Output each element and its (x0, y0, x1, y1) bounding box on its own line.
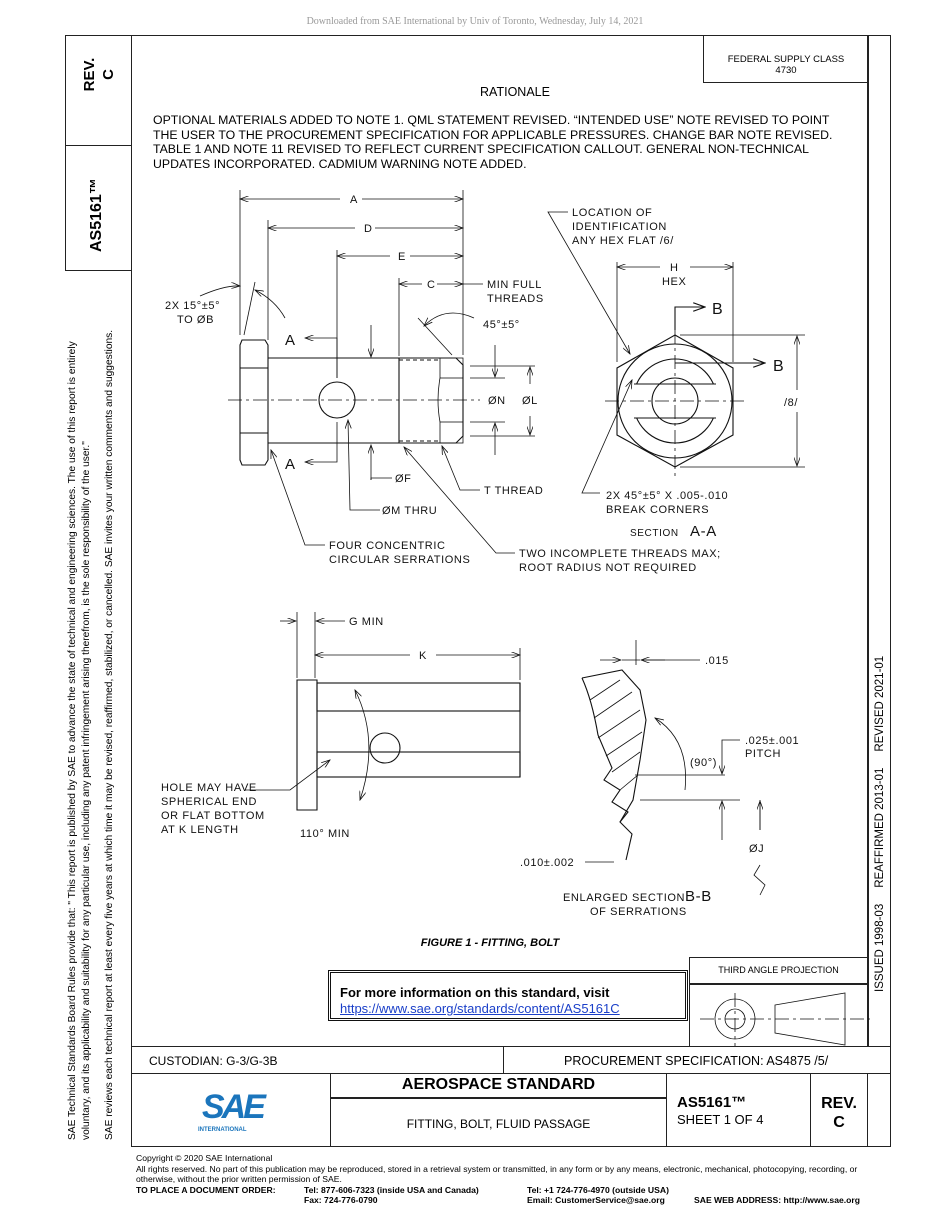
dim-d: D (364, 223, 373, 235)
pitch-label: PITCH (745, 748, 781, 760)
right-strip-divider (867, 35, 869, 1047)
angle-45: 45°±5° (483, 319, 520, 331)
of-serrations-label: OF SERRATIONS (590, 906, 687, 918)
dim-c: C (427, 279, 436, 291)
min-full-label: MIN FULL (487, 279, 542, 291)
projection-divider (689, 983, 868, 985)
dia-j: ØJ (749, 843, 764, 855)
pitch-dim: .025±.001 (745, 735, 799, 747)
t-thread: T THREAD (484, 485, 543, 497)
standard-link[interactable]: https://www.sae.org/standards/content/AS… (340, 1001, 620, 1016)
enlarged-section-label: ENLARGED SECTION (563, 892, 685, 904)
dia-n: ØN (488, 395, 506, 407)
section-b-b-view: G MIN K HOLE MAY HAVE SPHERICAL END OR F… (161, 612, 520, 840)
third-angle-projection-symbol (700, 992, 870, 1046)
aerospace-standard-heading: AEROSPACE STANDARD (401, 1076, 596, 1093)
footer: Copyright © 2020 SAE International All r… (136, 1153, 886, 1207)
order-label: TO PLACE A DOCUMENT ORDER: (136, 1184, 276, 1195)
rev-cell: REV. C (810, 1073, 868, 1147)
serrations-label-2: CIRCULAR SERRATIONS (329, 554, 470, 566)
download-notice: Downloaded from SAE International by Uni… (306, 16, 644, 27)
section-b-marker-top: B (712, 301, 723, 318)
rationale-heading: RATIONALE (480, 85, 550, 99)
root-radius-label: ROOT RADIUS NOT REQUIRED (519, 562, 697, 574)
angle-90: (90°) (690, 757, 717, 769)
rights-notice: All rights reserved. No part of this pub… (136, 1163, 858, 1185)
dim-015: .015 (705, 655, 729, 667)
chamfer-label: 2X 15°±5° (165, 300, 220, 312)
procurement-spec: PROCUREMENT SPECIFICATION: AS4875 /5/ (503, 1046, 891, 1074)
sae-logo: SAE (202, 1088, 266, 1127)
dia-f: ØF (395, 473, 411, 485)
copyright: Copyright © 2020 SAE International (136, 1153, 273, 1163)
web-address[interactable]: SAE WEB ADDRESS: http://www.sae.org (694, 1195, 860, 1205)
section-a-a: LOCATION OF IDENTIFICATION ANY HEX FLAT … (547, 207, 805, 540)
enlarged-section-b-b: .015 .025±.001 PITCH (90°) ØJ .010±.002 … (520, 640, 799, 918)
projection-label: THIRD ANGLE PROJECTION (718, 965, 839, 975)
break-corners-label: 2X 45°±5° X .005-.010 (606, 490, 728, 502)
hex-label: HEX (662, 276, 686, 288)
hole-note: HOLE MAY HAVE (161, 782, 257, 794)
hole-note-4: AT K LENGTH (161, 824, 239, 836)
hole-note-3: OR FLAT BOTTOM (161, 810, 265, 822)
chamfer-dia-label: TO ØB (177, 314, 214, 326)
dia-m-thru: ØM THRU (382, 505, 437, 517)
section-b-marker-right: B (773, 358, 784, 375)
document-title: FITTING, BOLT, FLUID PASSAGE (406, 1117, 591, 1131)
custodian: CUSTODIAN: G-3/G-3B (131, 1046, 504, 1074)
tel-us: Tel: 877-606-7323 (inside USA and Canada… (304, 1184, 479, 1195)
threads-label: THREADS (487, 293, 544, 305)
bolt-side-view: A D E C MIN FULL THREADS 45°±5° 2X 15°±5… (165, 190, 721, 574)
section-a-marker-top: A (285, 332, 296, 349)
figure-caption: FIGURE 1 - FITTING, BOLT (420, 937, 560, 949)
rev-label: REV. (821, 1095, 857, 1112)
info-box: For more information on this standard, v… (328, 970, 688, 1021)
federal-supply-class: FEDERAL SUPPLY CLASS 4730 (703, 35, 869, 83)
rationale-text: OPTIONAL MATERIALS ADDED TO NOTE 1. QML … (153, 113, 833, 171)
hole-note-2: SPHERICAL END (161, 796, 257, 808)
dim-010: .010±.002 (520, 857, 574, 869)
dia-l: ØL (522, 395, 538, 407)
hex-flat-label: ANY HEX FLAT /6/ (572, 235, 674, 247)
rev-value: C (833, 1114, 845, 1131)
dim-a: A (350, 194, 358, 206)
g-min: G MIN (349, 616, 384, 628)
doc-number: AS5161™ (677, 1094, 747, 1111)
break-corners-label-2: BREAK CORNERS (606, 504, 709, 516)
angle-110: 110° MIN (300, 828, 350, 840)
incomplete-threads-label: TWO INCOMPLETE THREADS MAX; (519, 548, 721, 560)
info-text: For more information on this standard, v… (340, 985, 610, 1000)
fsc-value: 4730 (775, 65, 797, 76)
email[interactable]: Email: CustomerService@sae.org (527, 1195, 665, 1205)
serrations-label: FOUR CONCENTRIC (329, 540, 446, 552)
tel-intl: Tel: +1 724-776-4970 (outside USA) (527, 1184, 669, 1195)
logo-text: SAE (202, 1088, 266, 1126)
dim-h: H (670, 262, 679, 274)
section-a-a-label: A-A (690, 523, 717, 540)
section-label: SECTION (630, 528, 679, 539)
sheet-number: SHEET 1 OF 4 (677, 1112, 764, 1127)
section-a-marker-bottom: A (285, 456, 296, 473)
dim-e: E (398, 251, 406, 263)
location-label: LOCATION OF (572, 207, 652, 219)
fsc-label: FEDERAL SUPPLY CLASS (727, 54, 845, 65)
logo-subtext: INTERNATIONAL (198, 1127, 247, 1133)
dim-k: K (419, 650, 427, 662)
title-divider (330, 1097, 667, 1099)
section-b-b-label: B-B (685, 888, 712, 905)
logo-cell: SAE INTERNATIONAL (131, 1073, 331, 1147)
identification-label: IDENTIFICATION (572, 221, 667, 233)
doc-number-cell: AS5161™ SHEET 1 OF 4 (666, 1073, 811, 1147)
fax: Fax: 724-776-0790 (304, 1195, 378, 1205)
note-8: /8/ (784, 397, 798, 409)
